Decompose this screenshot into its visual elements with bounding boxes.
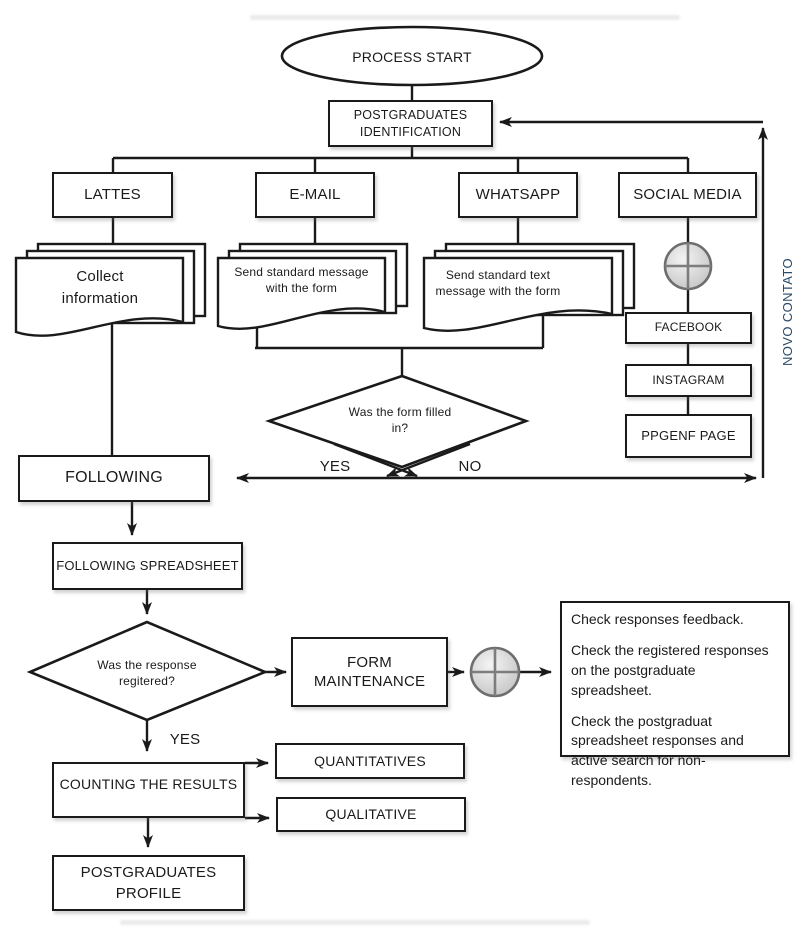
node-label: QUANTITATIVES [314,752,426,769]
email-message-documents [216,242,409,330]
no-form-label: NO [458,458,482,475]
form-filled-question-label: Was the form filled in? [348,405,452,435]
social-media-junction-icon [663,241,713,291]
node-social-media: SOCIAL MEDIA [618,172,757,218]
scan-smudge-bottom [120,920,590,925]
send-standard-message-label: Send standard message with the form [234,265,369,295]
node-label: QUALITATIVE [325,806,417,823]
node-facebook: FACEBOOK [625,312,752,344]
collect-information-documents [14,242,207,337]
novo-contato-label: NOVO CONTATO [780,257,795,367]
node-ppgenf-page: PPGENF PAGE [625,414,752,458]
node-label: FOLLOWING [65,469,163,487]
node-form-maintenance: FORM MAINTENANCE [291,637,448,707]
node-label: WHATSAPP [475,186,561,204]
node-label: E-MAIL [289,186,341,204]
arrow-connectors [127,117,768,848]
response-registered-question-label: Was the response regitered? [97,658,197,688]
process-start-ellipse [280,25,544,87]
checklist-item: Check the postgraduat spreadsheet respon… [571,712,744,789]
node-label: FORM MAINTENANCE [313,653,426,691]
yes-response-label: YES [169,731,201,748]
document-stacks [14,242,636,337]
checklist-item: Check responses feedback. [571,611,744,627]
yes-form-label: YES [319,458,351,475]
node-label: POSTGRADUATES IDENTIFICATION [353,108,468,139]
node-email: E-MAIL [255,172,375,218]
node-label: FACEBOOK [654,320,723,335]
process-start-label: PROCESS START [352,49,472,65]
checklist-item: Check the registered responses on the po… [571,641,769,698]
node-label: FOLLOWING SPREADSHEET [56,557,239,573]
node-quantitatives: QUANTITATIVES [275,743,465,779]
node-label: COUNTING THE RESULTS [59,776,238,792]
node-postgraduates-profile: POSTGRADUATES PROFILE [52,855,245,911]
collect-information-label: Collect information [61,268,139,307]
node-following-spreadsheet: FOLLOWING SPREADSHEET [52,542,243,590]
node-postgraduates-identification: POSTGRADUATES IDENTIFICATION [328,100,493,147]
scan-smudge-top [250,15,680,20]
node-instagram: INSTAGRAM [625,364,752,397]
node-label: POSTGRADUATES PROFILE [80,864,217,902]
node-qualitative: QUALITATIVE [276,797,466,832]
node-following: FOLLOWING [18,455,210,502]
junction-circles [469,241,713,698]
node-lattes: LATTES [52,172,173,218]
node-label: SOCIAL MEDIA [633,186,742,204]
whatsapp-message-documents [422,242,636,332]
node-label: PPGENF PAGE [641,427,736,443]
node-counting-the-results: COUNTING THE RESULTS [52,762,245,818]
node-whatsapp: WHATSAPP [458,172,578,218]
maintenance-checklist: Check responses feedback. Check the regi… [560,601,790,788]
node-label: INSTAGRAM [652,372,725,387]
send-standard-text-message-label: Send standard text message with the form [435,268,561,298]
maintenance-junction-icon [469,646,521,698]
node-label: LATTES [84,186,141,204]
decision-diamond-form-filled [264,374,530,469]
